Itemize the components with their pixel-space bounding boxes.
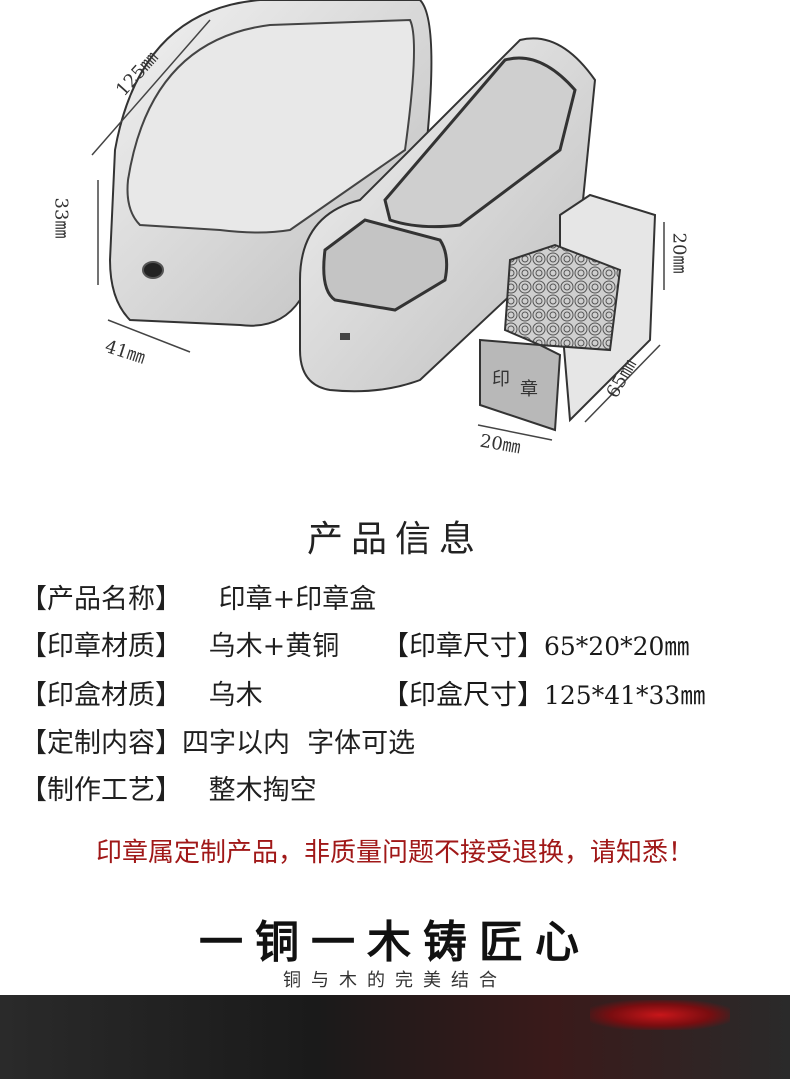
- info-row-name: 【产品名称】 印章+印章盒: [20, 577, 376, 616]
- info-value: 整木掏空: [208, 775, 317, 806]
- red-accent-light: [590, 1000, 730, 1030]
- info-key: 【制作工艺】: [20, 775, 182, 806]
- slogan-subtitle: 铜与木的完美结合: [283, 970, 507, 991]
- svg-text:印: 印: [492, 369, 510, 390]
- info-key: 【印盒尺寸】: [382, 680, 544, 711]
- info-row-box-material: 【印盒材质】 乌木: [20, 673, 263, 712]
- svg-text:章: 章: [520, 379, 538, 400]
- info-key: 【印章尺寸】: [382, 631, 544, 662]
- info-key: 【定制内容】: [20, 728, 182, 759]
- info-row-custom: 【定制内容】四字以内 字体可选: [20, 721, 415, 760]
- info-row-box-size: 【印盒尺寸】125*41*33㎜: [382, 673, 705, 712]
- info-value: 乌木+黄铜: [208, 631, 340, 662]
- seal: 印 章: [479, 193, 657, 432]
- info-row-seal-material: 【印章材质】 乌木+黄铜: [20, 624, 339, 663]
- info-value: 四字以内 字体可选: [182, 728, 416, 759]
- info-row-seal-size: 【印章尺寸】65*20*20㎜: [382, 624, 689, 663]
- return-notice: 印章属定制产品，非质量问题不接受退换，请知悉！: [95, 838, 694, 868]
- info-value: 65*20*20㎜: [544, 632, 690, 661]
- product-illustration: 印 章: [91, 0, 665, 441]
- section-title: 产品信息: [306, 519, 483, 560]
- box-lid: [108, 0, 433, 327]
- info-value: 印章+印章盒: [218, 584, 377, 615]
- info-key: 【产品名称】: [20, 584, 182, 615]
- box-base: [299, 37, 597, 393]
- dim-box-height: 33㎜: [50, 197, 72, 239]
- dim-seal-side: 20㎜: [668, 232, 690, 274]
- info-value: 125*41*33㎜: [544, 681, 706, 710]
- info-row-craft: 【制作工艺】 整木掏空: [20, 768, 317, 807]
- info-value: 乌木: [208, 680, 263, 711]
- info-key: 【印盒材质】: [20, 680, 182, 711]
- info-key: 【印章材质】: [20, 631, 182, 662]
- slogan: 一铜一木铸匠心: [199, 917, 591, 968]
